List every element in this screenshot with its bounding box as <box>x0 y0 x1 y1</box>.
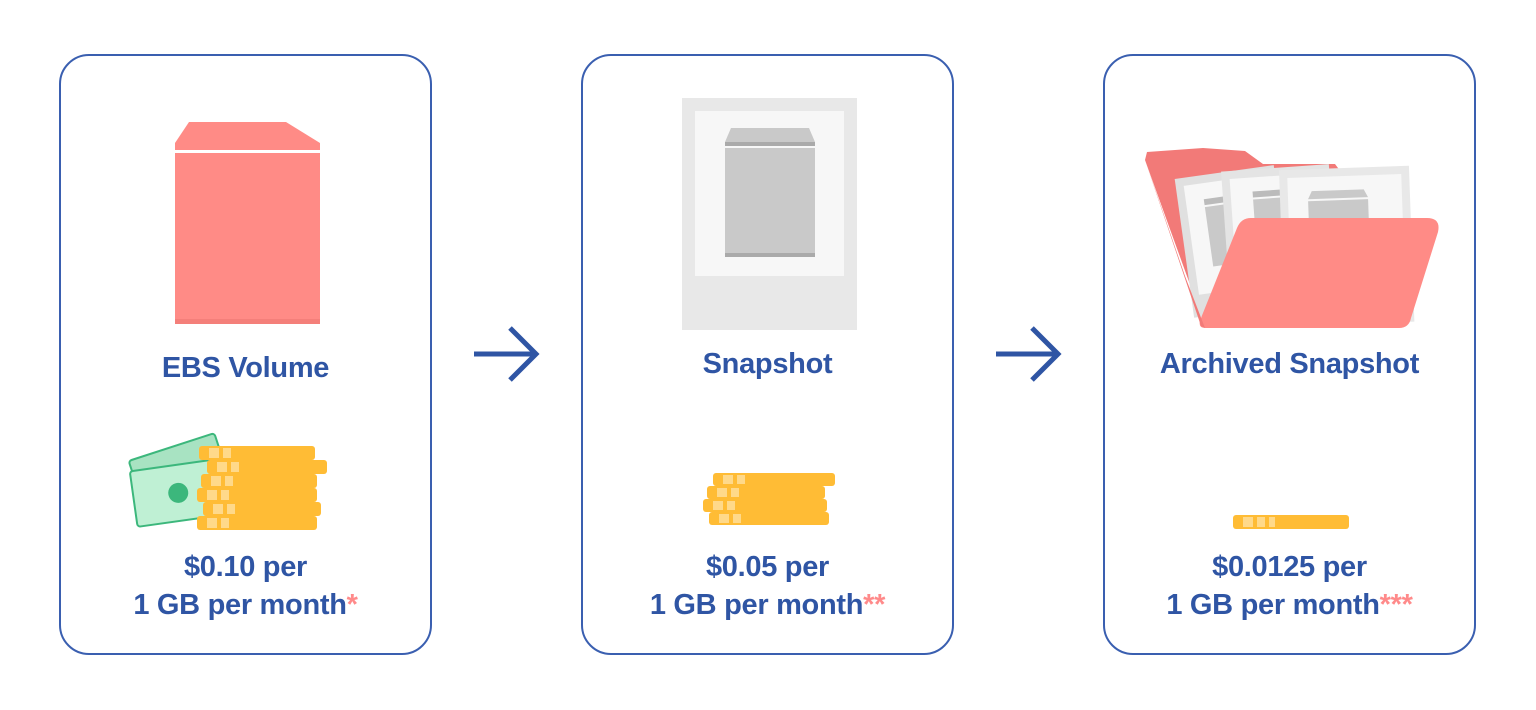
stage-card-archived-snapshot: Archived Snapshot $0.0125 per 1 GB per m… <box>1103 54 1476 655</box>
price-amount: $0.05 per <box>705 551 830 583</box>
price-unit: 1 GB per month* <box>133 589 358 621</box>
stage-title: Snapshot <box>702 348 833 380</box>
single-coin-icon <box>1233 515 1349 529</box>
footnote-asterisk: * <box>346 589 358 621</box>
stage-title: Archived Snapshot <box>1159 348 1420 380</box>
footnote-asterisk: ** <box>863 589 886 621</box>
arrow-right-icon <box>474 326 540 382</box>
archive-folder-icon <box>1145 148 1439 328</box>
price-amount: $0.0125 per <box>1212 551 1367 583</box>
footnote-asterisk: *** <box>1379 589 1413 621</box>
stage-title: EBS Volume <box>161 352 330 384</box>
price-label: $0.0125 per 1 GB per month*** <box>1105 548 1474 624</box>
price-label: $0.05 per 1 GB per month** <box>583 548 952 624</box>
money-stack-icon <box>128 432 327 530</box>
price-unit: 1 GB per month*** <box>1166 589 1413 621</box>
arrow-right-icon <box>996 326 1062 382</box>
coin-stack-icon <box>703 473 835 525</box>
price-unit: 1 GB per month** <box>649 589 886 621</box>
volume-icon <box>175 122 320 324</box>
stage-card-snapshot: Snapshot $0.05 per 1 GB per month** <box>581 54 954 655</box>
stage-card-ebs-volume: EBS Volume $0.10 per 1 GB per month* <box>59 54 432 655</box>
price-label: $0.10 per 1 GB per month* <box>61 548 430 624</box>
snapshot-icon <box>682 98 857 330</box>
price-amount: $0.10 per <box>183 551 308 583</box>
